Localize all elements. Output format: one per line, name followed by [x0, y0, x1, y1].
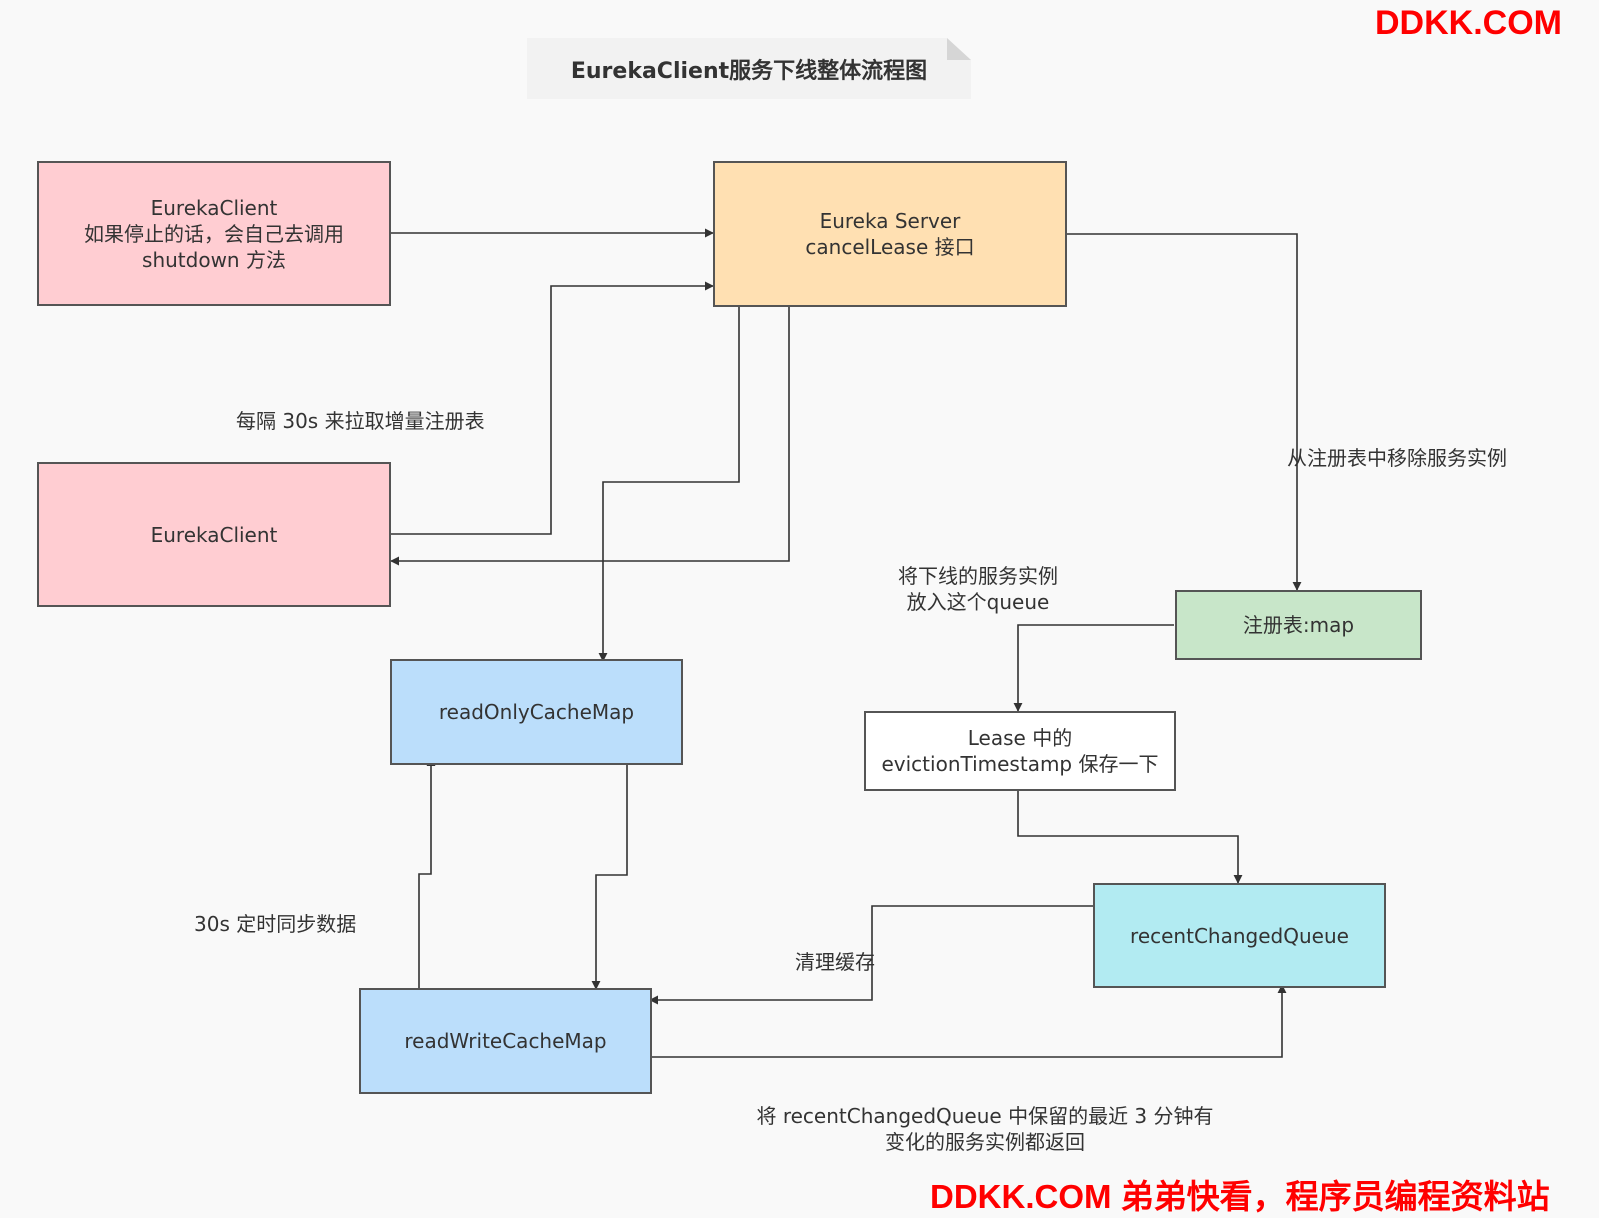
node-eureka-client-label: EurekaClient [150, 522, 278, 547]
node-recent-changed-queue: recentChangedQueue [1093, 883, 1386, 988]
edge-queue-clear-cache [649, 905, 1093, 1005]
edge-readonly-to-readwrite [591, 765, 628, 990]
label-put-queue: 将下线的服务实例 放入这个queue [898, 564, 1058, 614]
label-fetch-delta: 每隔 30s 来拉取增量注册表 [236, 409, 485, 433]
label-return-changes: 将 recentChangedQueue 中保留的最近 3 分钟有 变化的服务实… [756, 1104, 1214, 1154]
watermark-top: DDKK.COM [1375, 4, 1562, 42]
edge-server-to-registry [1065, 233, 1302, 591]
diagram-title: EurekaClient服务下线整体流程图 [570, 58, 928, 84]
edge-client-fetch-to-server [390, 281, 714, 535]
edge-readwrite-to-queue [651, 984, 1287, 1058]
node-eureka-client-shutdown-label: EurekaClient 如果停止的话，会自己去调用 shutdown 方法 [84, 195, 344, 272]
edge-server-return-to-client [390, 307, 790, 566]
node-eureka-client: EurekaClient [37, 462, 391, 607]
node-registry-map-label: 注册表:map [1242, 613, 1355, 637]
edge-lease-to-queue [1017, 790, 1243, 884]
node-readonly-cache-map-label: readOnlyCacheMap [438, 700, 635, 724]
watermark-bottom: DDKK.COM 弟弟快看，程序员编程资料站 [930, 1178, 1550, 1215]
node-eureka-server: Eureka Server cancelLease 接口 [713, 161, 1067, 307]
edge-registry-to-lease [1013, 624, 1174, 712]
label-sync-30s: 30s 定时同步数据 [194, 912, 357, 936]
node-eureka-server-label: Eureka Server cancelLease 接口 [805, 209, 975, 259]
node-lease-eviction: Lease 中的 evictionTimestamp 保存一下 [864, 711, 1176, 791]
node-readonly-cache-map: readOnlyCacheMap [390, 659, 683, 765]
node-readwrite-cache-map-label: readWriteCacheMap [404, 1029, 607, 1053]
node-registry-map: 注册表:map [1175, 590, 1422, 660]
label-clear-cache: 清理缓存 [795, 950, 875, 974]
edge-readwrite-sync-to-readonly [418, 757, 436, 988]
label-remove-instance: 从注册表中移除服务实例 [1287, 446, 1507, 470]
node-eureka-client-shutdown: EurekaClient 如果停止的话，会自己去调用 shutdown 方法 [37, 161, 391, 306]
title-note [527, 38, 971, 99]
node-lease-eviction-label: Lease 中的 evictionTimestamp 保存一下 [881, 726, 1159, 776]
node-readwrite-cache-map: readWriteCacheMap [359, 988, 652, 1094]
node-recent-changed-queue-label: recentChangedQueue [1130, 923, 1349, 948]
edge-server-to-readonly-cache [598, 307, 740, 662]
